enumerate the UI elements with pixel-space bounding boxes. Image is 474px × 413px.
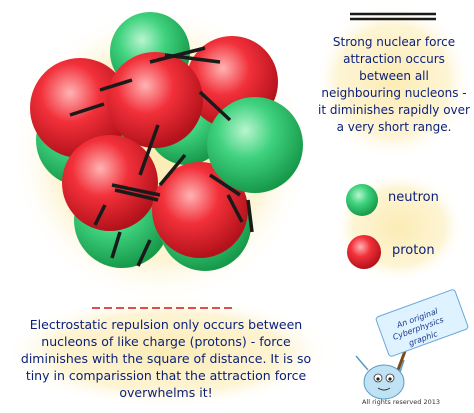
- force-bond: [138, 124, 160, 176]
- neutron-label: neutron: [388, 190, 439, 205]
- nucleus: [30, 12, 303, 271]
- neutron-legend-icon: [346, 184, 378, 216]
- strong-force-panel: [314, 2, 472, 160]
- force-bond: [209, 173, 241, 197]
- proton-sphere: [107, 52, 203, 148]
- force-bond: [93, 204, 107, 226]
- strong-force-bar-icon: [350, 12, 436, 21]
- force-bond: [114, 188, 159, 202]
- force-bond: [158, 153, 187, 187]
- proton-legend-icon: [347, 235, 381, 269]
- neutron-sphere: [207, 97, 303, 193]
- proton-sphere: [30, 58, 130, 158]
- force-bond: [136, 239, 152, 267]
- rights-text: All rights reserved 2013: [362, 398, 441, 406]
- cyberphysics-badge: An original Cyberphysics graphic: [355, 289, 469, 400]
- strong-force-text: Strong nuclear force attraction occurs b…: [318, 35, 470, 134]
- force-bond: [69, 102, 105, 117]
- force-bond: [111, 183, 161, 197]
- force-bond: [164, 53, 221, 64]
- repulsion-panel: [4, 296, 334, 408]
- repulsion-text: Electrostatic repulsion only occurs betw…: [20, 317, 312, 400]
- force-bond: [110, 231, 122, 259]
- proton-sphere: [62, 135, 158, 231]
- force-bond: [99, 78, 133, 92]
- force-bond: [198, 90, 232, 122]
- force-bond: [226, 194, 244, 223]
- proton-label: proton: [392, 243, 435, 258]
- force-bond: [246, 199, 254, 233]
- mascot-icon: [355, 355, 405, 400]
